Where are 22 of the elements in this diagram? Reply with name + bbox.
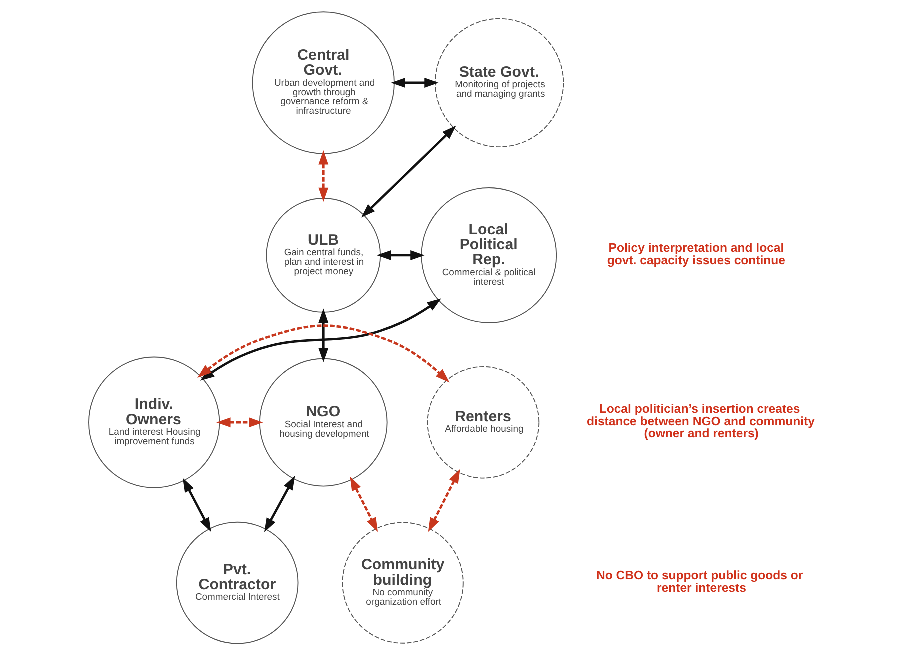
arrow xyxy=(264,476,296,532)
arrow xyxy=(318,150,329,202)
node-circle: ULB Gain central funds, plan and interest in project money xyxy=(266,198,382,313)
arrow xyxy=(376,250,425,260)
node-circle: State Govt. Monitoring of projects and managing grants xyxy=(434,18,564,148)
arrow xyxy=(182,478,212,532)
node-circle: Pvt. Contractor Commercial Interest xyxy=(176,522,299,644)
arrow xyxy=(362,126,456,218)
arrow xyxy=(391,78,439,88)
node-circle: Local Political Rep. Commercial & political interest xyxy=(421,188,558,324)
arrow xyxy=(350,476,378,532)
node-circle: Indiv. Owners Land interest Housing improvement funds xyxy=(88,356,220,488)
arrow xyxy=(318,308,329,363)
arrow xyxy=(216,418,264,428)
node-circle: Renters Affordable housing xyxy=(427,366,540,479)
label: No CBO to support public goods or renter interests xyxy=(596,568,804,595)
label: Local politician’s insertion creates distance between NGO and community (owner and renters) xyxy=(587,402,815,441)
arrow xyxy=(428,469,460,532)
label: Policy interpretation and local govt. capacity issues continue xyxy=(607,241,786,268)
node-circle: NGO Social Interest and housing development xyxy=(259,358,388,487)
node-circle: Central Govt. Urban development and growth through governance reform & infrastructure xyxy=(252,12,395,154)
node-circle: Community building No community organization effort xyxy=(342,522,464,644)
